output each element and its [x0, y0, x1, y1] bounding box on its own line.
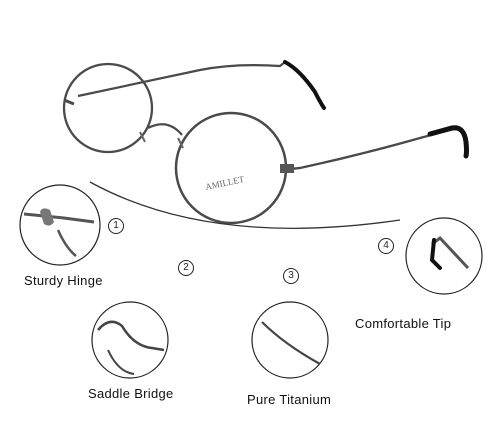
hinge-detail-joint [40, 208, 54, 226]
left-hinge [63, 98, 75, 106]
feature-number-2: 2 [178, 260, 194, 276]
front-temple-tip [427, 125, 469, 159]
bridge-detail-circle [91, 301, 169, 379]
tip-detail-end [429, 238, 442, 270]
right-hinge [280, 164, 294, 173]
tip-detail-circle [405, 217, 483, 295]
hinge-detail-rim [56, 229, 77, 257]
frame-brand-text: AMILLET [204, 174, 245, 192]
feature-label-pure-titanium: Pure Titanium [247, 392, 332, 407]
hinge-detail-temple [23, 212, 95, 224]
titanium-detail-wire [261, 321, 321, 365]
right-lens-rim [174, 111, 288, 225]
feature-number-3: 3 [283, 268, 299, 284]
feature-arc [89, 181, 401, 229]
feature-label-saddle-bridge: Saddle Bridge [88, 386, 174, 401]
left-lens-rim [62, 62, 154, 154]
back-temple-tip [283, 60, 326, 110]
feature-label-comfortable-tip: Comfortable Tip [355, 316, 452, 331]
hinge-detail-circle [19, 184, 101, 266]
bridge [147, 123, 183, 136]
front-temple [281, 127, 469, 172]
feature-number-4: 4 [378, 238, 394, 254]
feature-number-1: 1 [108, 218, 124, 234]
titanium-detail-circle [251, 301, 329, 379]
feature-label-sturdy-hinge: Sturdy Hinge [24, 273, 103, 288]
nose-pads [139, 131, 184, 149]
back-temple [77, 60, 325, 109]
bridge-detail-shape [97, 320, 165, 352]
bridge-detail-rim [107, 349, 135, 375]
